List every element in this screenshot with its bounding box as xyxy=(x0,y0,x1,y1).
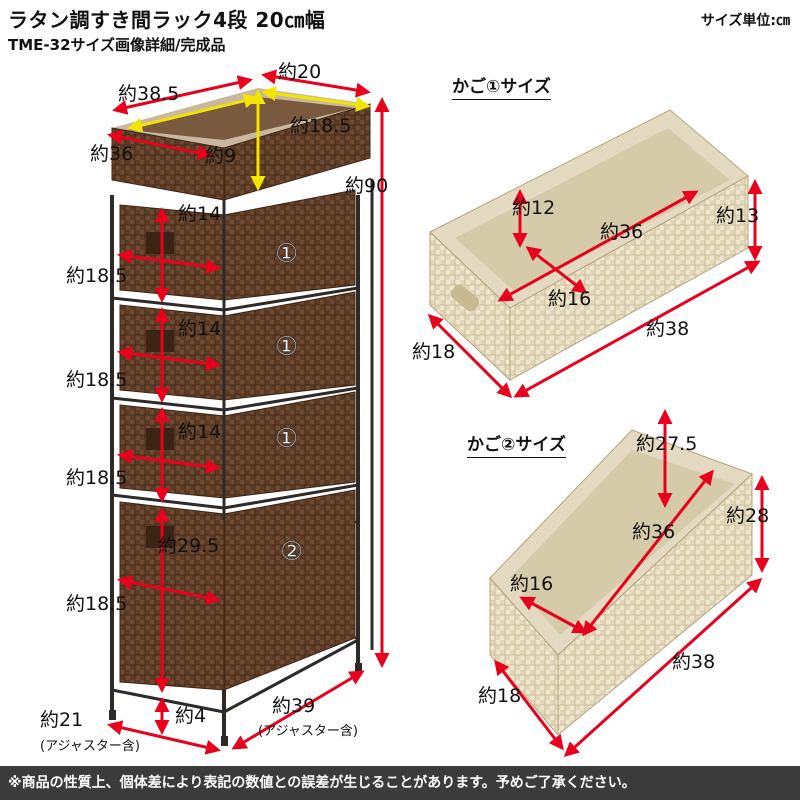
basket2-inner-width-label: 約16 xyxy=(510,573,553,595)
rack-total-height-label: 約90 xyxy=(345,175,388,197)
basket2-inner-height-label: 約27.5 xyxy=(636,433,697,455)
drawer4-height-label: 約29.5 xyxy=(158,535,219,557)
basket1-height-label: 約13 xyxy=(716,205,759,227)
basket1-inner-width-label: 約16 xyxy=(548,288,591,310)
drawer4-depth-label: 約18.5 xyxy=(66,593,127,615)
rack-top-depth-label: 約20 xyxy=(278,61,321,83)
basket1-inner-height-label: 約12 xyxy=(512,197,555,219)
drawer2-height-label: 約14 xyxy=(178,318,221,340)
rack-leg-height-label: 約4 xyxy=(175,705,206,727)
basket1-inner-length-label: 約36 xyxy=(600,221,643,243)
basket2-dimension-arrows xyxy=(494,409,770,758)
basket1-length-label: 約38 xyxy=(646,318,689,340)
basket1-width-label: 約18 xyxy=(412,341,455,363)
drawer4-basket-mark: ② xyxy=(280,537,303,567)
rack-base-width-note: (アジャスター含) xyxy=(258,723,358,739)
basket1-illustration xyxy=(429,109,749,382)
rack-dimension-arrows xyxy=(107,69,390,755)
rack-top-side-label: 約36 xyxy=(90,143,133,165)
rack-base-depth-note: (アジャスター含) xyxy=(40,738,140,754)
rack-base-depth-label: 約21 xyxy=(40,709,83,731)
rack-base-width-label: 約39 xyxy=(272,695,315,717)
disclaimer-bar: ※商品の性質上、個体差により表記の数値との誤差が生じることがあります。予めご了承… xyxy=(0,766,800,800)
drawer3-depth-label: 約18.5 xyxy=(66,467,127,489)
basket2-inner-length-label: 約36 xyxy=(632,521,675,543)
rack-top-height-label: 約9 xyxy=(205,145,236,167)
drawer1-height-label: 約14 xyxy=(178,203,221,225)
drawer3-height-label: 約14 xyxy=(178,421,221,443)
page-title: ラタン調すき間ラック4段 20㎝幅 xyxy=(8,8,326,32)
unit-label: サイズ単位:㎝ xyxy=(700,13,790,29)
basket1-dimension-arrows xyxy=(427,179,763,399)
basket2-width-label: 約18 xyxy=(478,685,521,707)
drawer3-basket-mark: ① xyxy=(275,424,298,454)
basket1-heading: かご①サイズ xyxy=(452,72,551,100)
page-subtitle: TME-32サイズ画像詳細/完成品 xyxy=(8,36,226,54)
diagram-canvas: 約38.5 約20 約18.5 約36 約9 約90 約14 約14 約14 約… xyxy=(40,61,770,758)
drawer1-depth-label: 約18.5 xyxy=(66,265,127,287)
drawer2-basket-mark: ① xyxy=(275,332,298,362)
rack-top-inner-depth-label: 約18.5 xyxy=(290,115,351,137)
basket2-height-label: 約28 xyxy=(726,505,769,527)
basket2-heading: かご②サイズ xyxy=(467,430,566,458)
basket2-length-label: 約38 xyxy=(672,651,715,673)
drawer1-basket-mark: ① xyxy=(275,239,298,269)
rack-top-width-label: 約38.5 xyxy=(118,83,179,105)
drawer2-depth-label: 約18.5 xyxy=(66,369,127,391)
disclaimer-text: ※商品の性質上、個体差により表記の数値との誤差が生じることがあります。予めご了承… xyxy=(8,775,636,791)
rack-illustration xyxy=(109,88,374,746)
